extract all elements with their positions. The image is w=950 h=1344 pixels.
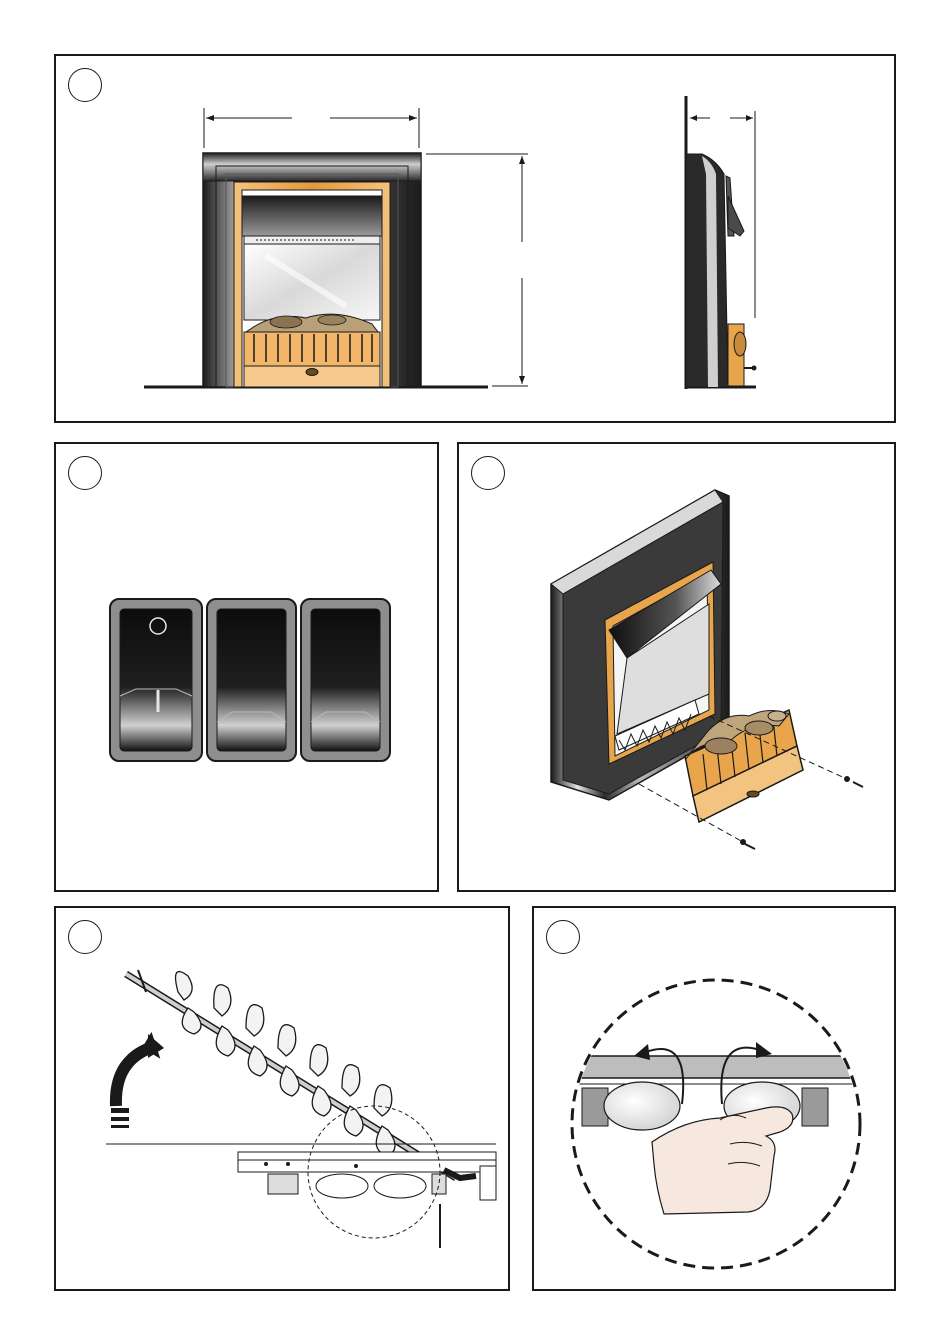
switch-2 [207, 599, 296, 761]
switch-1 [110, 599, 202, 761]
figure-5-panel [532, 906, 896, 1291]
flame-spinner-drawing [56, 908, 512, 1293]
figure-4-panel [54, 906, 510, 1291]
switch-3 [301, 599, 390, 761]
figure-1-panel [54, 54, 896, 423]
control-switches-drawing [56, 444, 441, 894]
fuel-bed-removal-drawing [459, 444, 898, 894]
fireplace-dimension-drawing [56, 56, 898, 425]
figure-3-panel [457, 442, 896, 892]
lamp-replacement-drawing [534, 908, 898, 1293]
figure-2-panel [54, 442, 439, 892]
